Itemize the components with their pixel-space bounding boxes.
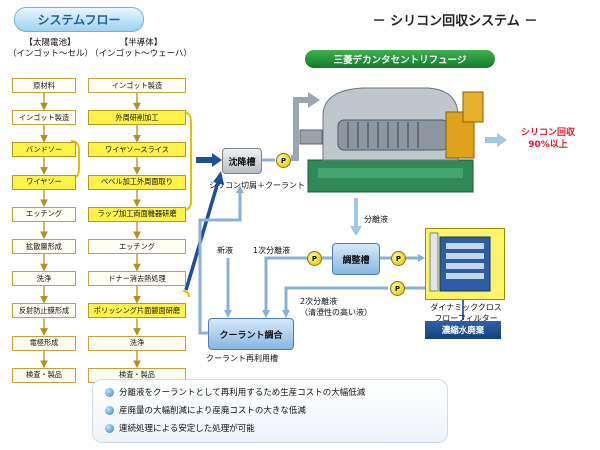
benefit-text: 連続処理による安定した処理が可能 [119,424,255,434]
solar-step: 検査・製品 [12,367,76,383]
main-title: － シリコン回収システム － [372,14,538,29]
benefits-panel: 分離液をクーラントとして再利用するため生産コストの大幅低減 産廃量の大幅削減によ… [92,379,448,443]
benefit-item: 分離液をクーラントとして再利用するため生産コストの大幅低減 [105,386,365,398]
pipe-first-sep [264,256,318,312]
silicon-recovery-line1: シリコン回収 [520,128,575,138]
bullet-icon [105,405,114,415]
new-liquid-label: 新液 [217,246,233,255]
solar-head1: 【太陽電池】 [24,38,76,48]
semi-bracket [182,111,192,211]
semi-step: エッチング [88,239,186,254]
bullet-icon [105,423,114,433]
polish-bracket [182,290,190,298]
semi-step: ベベル加工外周面取り [88,174,186,190]
filter-label-line2: フローフィルター [434,314,498,323]
solar-step: 電極形成 [12,335,76,351]
solar-column-header: 【太陽電池】 （インゴット～セル） [8,38,94,60]
solar-step: 拡散層形成 [12,239,76,254]
silicon-recovery: シリコン回収 90%以上 [508,127,588,151]
arrow-to-centrifuge [291,97,310,161]
benefit-item: 連続処理による安定した処理が可能 [105,422,255,434]
solar-step: インゴット製造 [12,110,76,126]
pump-icon: P [391,251,406,266]
semi-step: インゴット製造 [88,78,186,93]
solar-step: 原材料 [12,78,76,93]
adjustment-tank: 調整槽 [332,243,380,275]
first-separated-label: 1次分離液 [253,246,291,255]
settling-caption: シリコン切屑＋クーラント [209,181,305,190]
filter-label-line1: ダイナミッククロス [430,303,502,312]
silicon-recovery-line2: 90%以上 [528,140,568,150]
coolant-reuse-label: クーラント再利用槽 [206,354,278,363]
solar-head2: （インゴット～セル） [8,49,94,59]
bullet-icon [105,387,114,397]
maker-label: 三菱デカンタセントリフュージ [305,50,495,68]
second-separated-label: 2次分離液 （清澄性の高い液） [300,296,372,318]
pump-icon: P [276,153,291,168]
solar-step: バンドソー [12,142,76,158]
pipe-coolant-return [198,190,242,335]
settling-tank: 沈降槽 [222,148,262,174]
concentrated-waste-box: 濃縮水廃棄 [425,321,501,339]
arrow-polish-to-settling [184,181,220,291]
semi-step: ワイヤソースライス [88,142,186,158]
column-arrows [40,93,141,369]
semi-step: ドナー消去熱処理 [88,271,186,287]
semi-head1: 【半導体】 [119,38,163,48]
semi-column-header: 【半導体】 （インゴット～ウェーハ） [88,38,194,60]
decanter-centrifuge-image [299,87,484,193]
second-separated-line1: 2次分離液 [300,297,338,306]
solar-step: エッチング [12,206,76,222]
solar-step: ワイヤソー [12,174,76,190]
second-separated-line2: （清澄性の高い液） [300,308,372,317]
pipe-second-sep-back [284,286,388,312]
coolant-mix-tank: クーラント調合 [208,318,294,350]
dynamic-cross-flow-filter [425,228,505,300]
semi-step: ラップ加工両面機器研磨 [88,206,186,222]
benefit-item: 産廃量の大幅削減により産廃コストの大きな低減 [105,404,306,416]
semi-head2: （インゴット～ウェーハ） [90,49,192,59]
benefit-text: 産廃量の大幅削減により産廃コストの大きな低減 [119,406,306,416]
system-flow-title: システムフロー [14,7,144,32]
filter-icon [429,232,491,292]
semi-step: ポリッシング片面鏡面研磨 [88,303,186,319]
benefit-text: 分離液をクーラントとして再利用するため生産コストの大幅低減 [119,388,366,398]
solar-step: 洗浄 [12,271,76,287]
pump-icon: P [390,281,405,296]
separated-liquid-label: 分離液 [364,215,388,224]
semi-step: 外周研削加工 [88,110,186,126]
solar-step: 反射防止膜形成 [12,303,76,319]
pump-icon: P [307,251,322,266]
semi-step: 洗浄 [88,335,186,351]
filter-label: ダイナミッククロス フローフィルター [420,302,512,324]
